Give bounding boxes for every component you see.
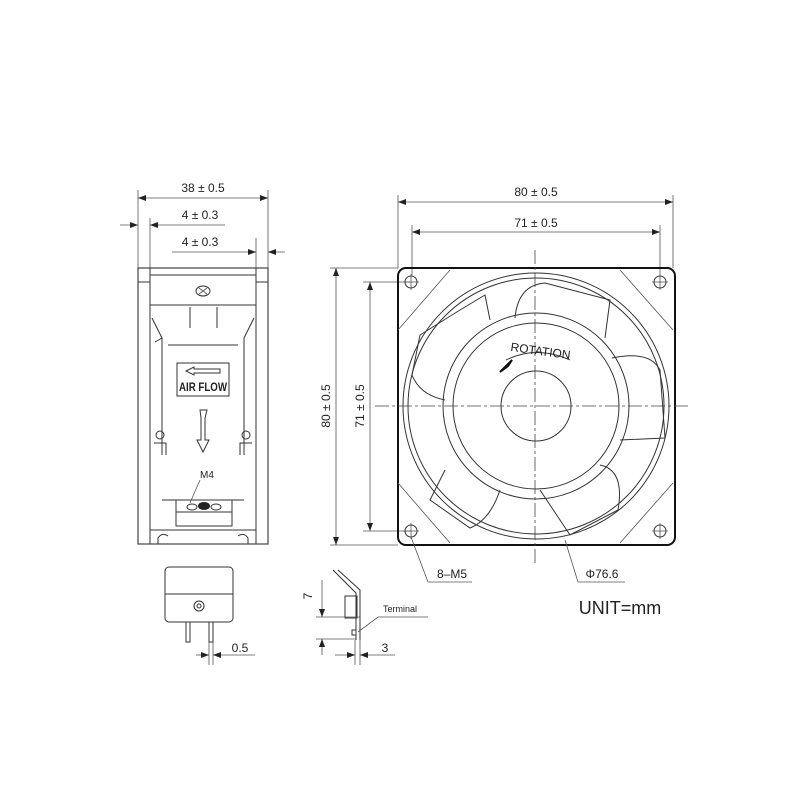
screw-size-label: M4: [200, 470, 214, 481]
mount-holes-label: 8–M5: [437, 567, 467, 581]
unit-label: UNIT=mm: [579, 598, 662, 618]
terminal-width-label: 3: [382, 641, 389, 655]
fan-blades: [411, 282, 666, 536]
mount-hole: [403, 274, 419, 290]
front-view: [330, 195, 690, 583]
mount-hole: [652, 274, 668, 290]
airflow-label: AIR FLOW: [179, 380, 228, 394]
airflow-label-box: [176, 362, 230, 397]
mount-hole-leader: [410, 536, 472, 583]
hole-spacing-height-label: 71 ± 0.5: [353, 384, 367, 428]
left-flange-label: 4 ± 0.3: [182, 208, 219, 222]
height-label: 80 ± 0.5: [319, 384, 333, 428]
terminal-detail: [164, 566, 255, 665]
mount-hole: [652, 523, 668, 539]
terminal-side-detail: [316, 569, 428, 665]
terminal-label: Terminal: [383, 604, 417, 614]
diameter-leader: [564, 539, 625, 583]
hole-spacing-width-label: 71 ± 0.5: [514, 216, 558, 230]
rotation-label: ROTATION: [510, 340, 572, 362]
side-view: [120, 190, 285, 545]
right-flange-label: 4 ± 0.3: [182, 235, 219, 249]
impeller-diameter-label: Φ76.6: [586, 567, 619, 581]
pin-spacing-label: 0.5: [232, 641, 249, 655]
width-label: 80 ± 0.5: [514, 185, 558, 199]
terminal-height-label: 7: [301, 592, 315, 599]
depth-label: 38 ± 0.5: [181, 181, 225, 195]
mount-hole: [403, 523, 419, 539]
